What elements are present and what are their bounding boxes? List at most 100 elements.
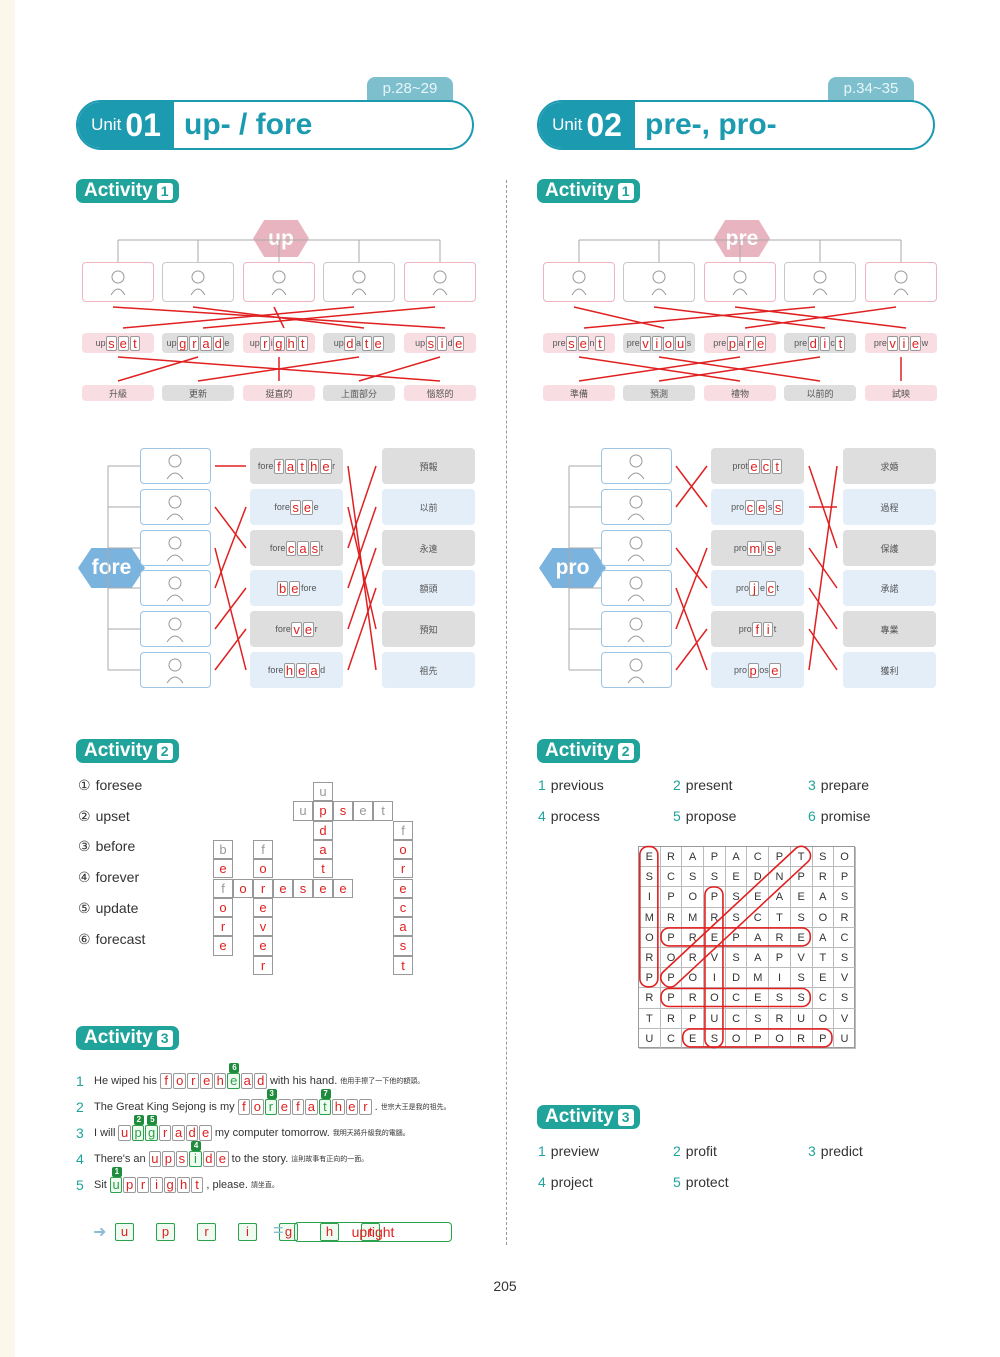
meaning-tile: 更新 [162,385,234,401]
column-divider [506,180,507,1245]
answer-letter-box: d [254,1073,267,1089]
grid-cell: E [639,847,661,868]
match-line [744,306,897,329]
answer-letter-box: c [285,540,297,556]
crossword-cell: f [253,839,273,860]
item-number: ④ [78,869,91,886]
illustration-icon [571,270,587,296]
item-word: forecast [95,930,146,947]
crossword-cell: p [313,801,333,821]
crossword-cell: d [313,820,333,840]
grid-cell: P [812,1028,835,1049]
final-letter-box: h [320,1223,339,1241]
illustration [243,262,315,302]
answer-letter-box: d [185,1125,199,1141]
given-letters: fore [275,624,291,634]
page-number: 205 [493,1278,517,1294]
grid-cell: R [769,927,791,948]
match-line [653,306,826,329]
crossword-cell: s [293,878,313,898]
meaning-tile: 預測 [623,385,695,401]
activity-number: 3 [156,1029,173,1047]
given-letters: e [776,543,782,553]
meaning-tile: 試映 [865,385,937,401]
match-line [117,356,441,382]
crossword-cell: a [393,917,413,937]
activity-number: 3 [617,1108,634,1126]
grid-cell: S [834,887,856,908]
answer-letter-box: f [237,1099,251,1115]
grid-cell: D [725,968,748,989]
item-word: previous [550,777,604,793]
answer-letter-box: a [200,335,212,351]
item-word: project [550,1174,593,1190]
grid-cell: C [660,867,683,888]
final-letter-box: g [279,1223,298,1241]
crossword-cell: f [393,820,413,840]
illustration-icon [166,536,184,562]
illustration [323,262,395,302]
grid-cell: V [790,947,813,969]
match-line [214,547,247,671]
grid-cell: A [682,847,705,868]
answer-letter-box: e [302,621,315,637]
activity-number: 1 [617,182,634,200]
grid-cell: R [682,927,705,948]
page-margin [0,0,15,1357]
answer-letter-box: e [278,1099,291,1115]
page-range-tab: p.34~35 [828,77,914,101]
answer-letter-box: e [301,499,314,515]
given-letters: d [320,665,326,675]
page-range-tab: p.28~29 [367,77,453,101]
crossword-cell: e [393,878,413,898]
activity-number: 1 [156,182,173,200]
answer-letter-box: v [291,621,302,637]
illustration-icon [627,658,645,684]
answer-letter-box: t [772,458,783,474]
grid-cell: P [660,887,683,908]
match-line [214,628,247,671]
final-letter-box: p [156,1223,175,1241]
letter-number-badge: 1 [111,1167,122,1177]
answer-letter-box: e [200,1073,213,1089]
answer-letter-box: e [216,1151,229,1167]
answer-letter-box: e [296,662,308,678]
answer-letter-box: e [748,458,760,474]
answer-letter-box: d [807,335,819,351]
sentence-after: to the story. [231,1153,289,1165]
match-line [347,465,377,549]
given-letters: up [95,338,106,348]
sentence-after: with his hand. [269,1075,338,1087]
given-letters: up [166,338,177,348]
illustration-icon [166,617,184,643]
crossword-cell: e [313,878,333,898]
unit-title: pre-, pro- [645,108,777,141]
activity-label: Activity [84,740,153,761]
final-letter-box: u [115,1223,134,1241]
sentence-number: 2 [76,1099,84,1115]
answer-letter-box: c [760,458,772,474]
answer-letter-box: p [747,662,759,678]
crossword-cell: r [213,917,233,937]
grid-cell: E [812,968,835,989]
grid-cell: I [704,968,726,989]
crossword-cell: r [393,859,413,879]
match-line [658,356,821,382]
answer-letter-box: u [148,1151,162,1167]
answer-letter-box: e [909,335,922,351]
sentence-number: 3 [76,1125,84,1141]
illustration-icon [166,658,184,684]
match-line [347,587,377,671]
answer-letter-box: r [744,335,755,351]
